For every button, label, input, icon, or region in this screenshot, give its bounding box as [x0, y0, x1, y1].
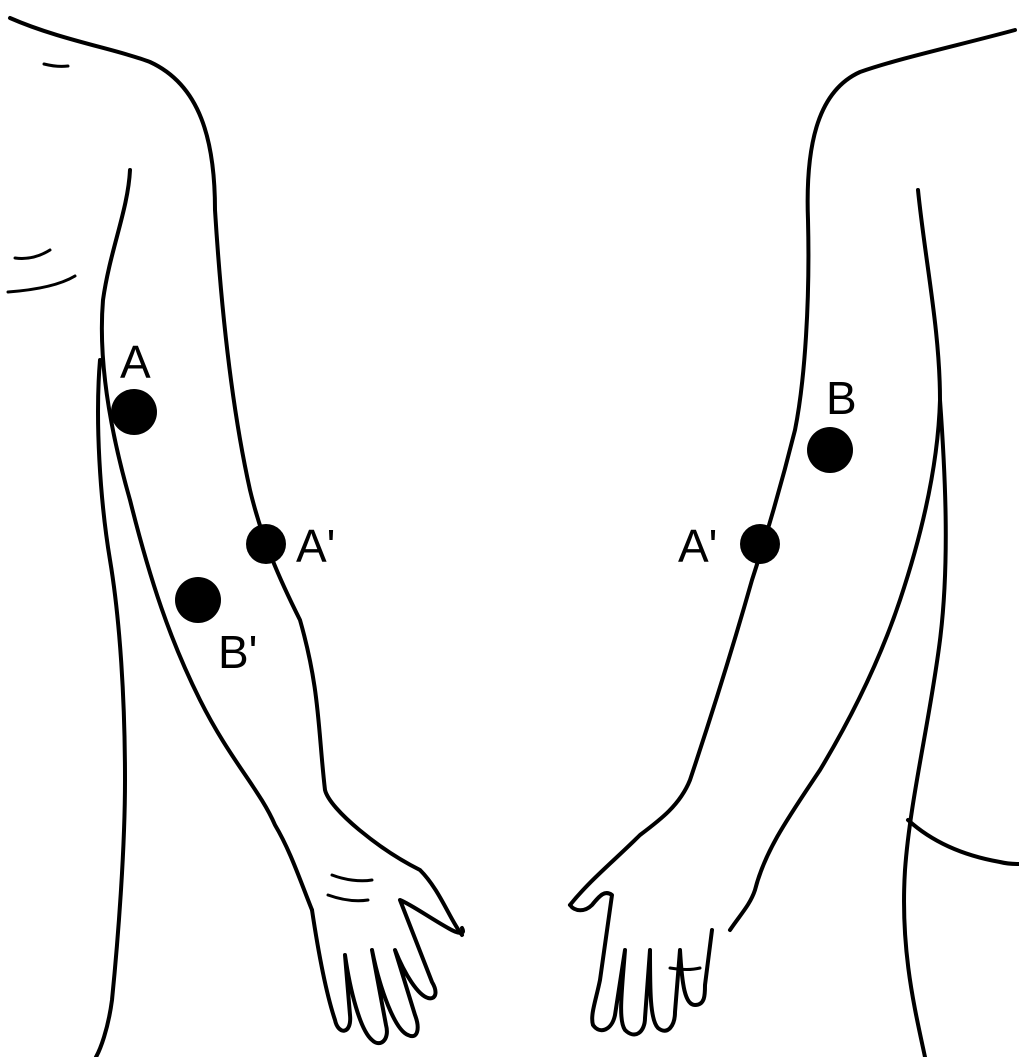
- right-waist-crease: [908, 820, 1019, 864]
- left-arm-figure: A A' B': [8, 18, 463, 1057]
- right-point-A-prime-label: A': [678, 520, 717, 572]
- right-hand-outline: [570, 893, 712, 1034]
- left-point-A-prime-marker: [246, 524, 286, 564]
- left-hand-crease-1: [332, 875, 372, 881]
- right-shoulder-outline: [570, 30, 1015, 905]
- left-point-B-prime-label: B': [218, 626, 257, 678]
- left-point-A-prime-label: A': [296, 520, 335, 572]
- left-chest-crease-1: [15, 250, 50, 258]
- right-hand-crease: [670, 968, 700, 970]
- left-hand-crease-2: [328, 895, 368, 901]
- left-hand-outline: [312, 900, 463, 1043]
- right-point-B-marker: [807, 427, 853, 473]
- right-torso-outline: [904, 400, 946, 1057]
- left-shoulder-crease: [44, 64, 68, 66]
- left-point-A-label: A: [120, 336, 151, 388]
- left-point-A-marker: [111, 389, 157, 435]
- right-arm-figure: B A': [570, 30, 1019, 1057]
- left-shoulder-outline: [10, 18, 462, 935]
- left-chest-crease-2: [8, 276, 75, 292]
- right-point-B-label: B: [826, 372, 857, 424]
- left-point-B-prime-marker: [175, 577, 221, 623]
- right-point-A-prime-marker: [740, 524, 780, 564]
